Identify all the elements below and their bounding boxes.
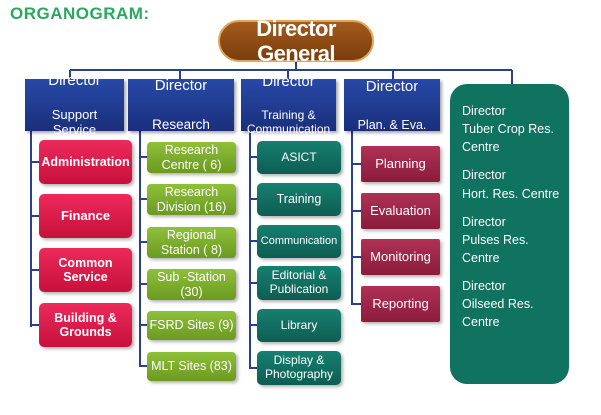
unit-planning: Planning bbox=[361, 146, 440, 182]
unit-research-centre: Research Centre ( 6) bbox=[147, 142, 236, 173]
director-support-service-header: Director Support Service bbox=[25, 72, 124, 137]
centre-tuber-crop: Director Tuber Crop Res. Centre bbox=[462, 104, 554, 155]
unit-reporting: Reporting bbox=[361, 286, 440, 322]
unit-mlt-sites: MLT Sites (83) bbox=[147, 352, 236, 381]
header-title: Director bbox=[48, 72, 101, 90]
unit-display-photography: Display & Photography bbox=[257, 351, 341, 385]
unit-library: Library bbox=[257, 309, 341, 342]
header-subtitle: Support Service bbox=[51, 106, 98, 137]
unit-finance: Finance bbox=[39, 194, 132, 238]
unit-communication: Communication bbox=[257, 225, 341, 258]
unit-training: Training bbox=[257, 183, 341, 216]
unit-editorial-publication: Editorial & Publication bbox=[257, 266, 341, 300]
header-subtitle: Training & Communication bbox=[246, 108, 331, 136]
director-planning-evaluation-header: Director Plan. & Eva. bbox=[344, 78, 440, 132]
research-centres-panel: Director Tuber Crop Res. Centre Director… bbox=[450, 84, 569, 384]
unit-monitoring: Monitoring bbox=[361, 239, 440, 275]
unit-asict: ASICT bbox=[257, 141, 341, 174]
unit-common-service: Common Service bbox=[39, 248, 132, 292]
unit-regional-station: Regional Station ( 8) bbox=[147, 227, 236, 258]
header-title: Director bbox=[262, 73, 315, 91]
page-title: ORGANOGRAM: bbox=[10, 4, 150, 23]
header-title: Director bbox=[365, 78, 419, 95]
unit-research-division: Research Division (16) bbox=[147, 184, 236, 215]
director-training-communication-header: Director Training & Communication bbox=[241, 73, 336, 136]
unit-evaluation: Evaluation bbox=[361, 193, 440, 229]
centre-oilseed: Director Oilseed Res. Centre bbox=[462, 279, 534, 330]
centre-pulses: Director Pulses Res. Centre bbox=[462, 214, 529, 265]
centre-horticulture: Director Hort. Res. Centre bbox=[462, 168, 560, 201]
unit-sub-station: Sub -Station (30) bbox=[147, 269, 236, 300]
director-general-node: Director General bbox=[218, 16, 374, 66]
director-research-header: Director Research bbox=[128, 77, 234, 133]
header-subtitle: Plan. & Eva. bbox=[357, 117, 427, 132]
unit-administration: Administration bbox=[39, 140, 132, 184]
header-subtitle: Research bbox=[152, 117, 210, 133]
unit-fsrd-sites: FSRD Sites (9) bbox=[147, 311, 236, 340]
unit-building-grounds: Building & Grounds bbox=[39, 303, 132, 347]
header-title: Director bbox=[154, 77, 208, 95]
